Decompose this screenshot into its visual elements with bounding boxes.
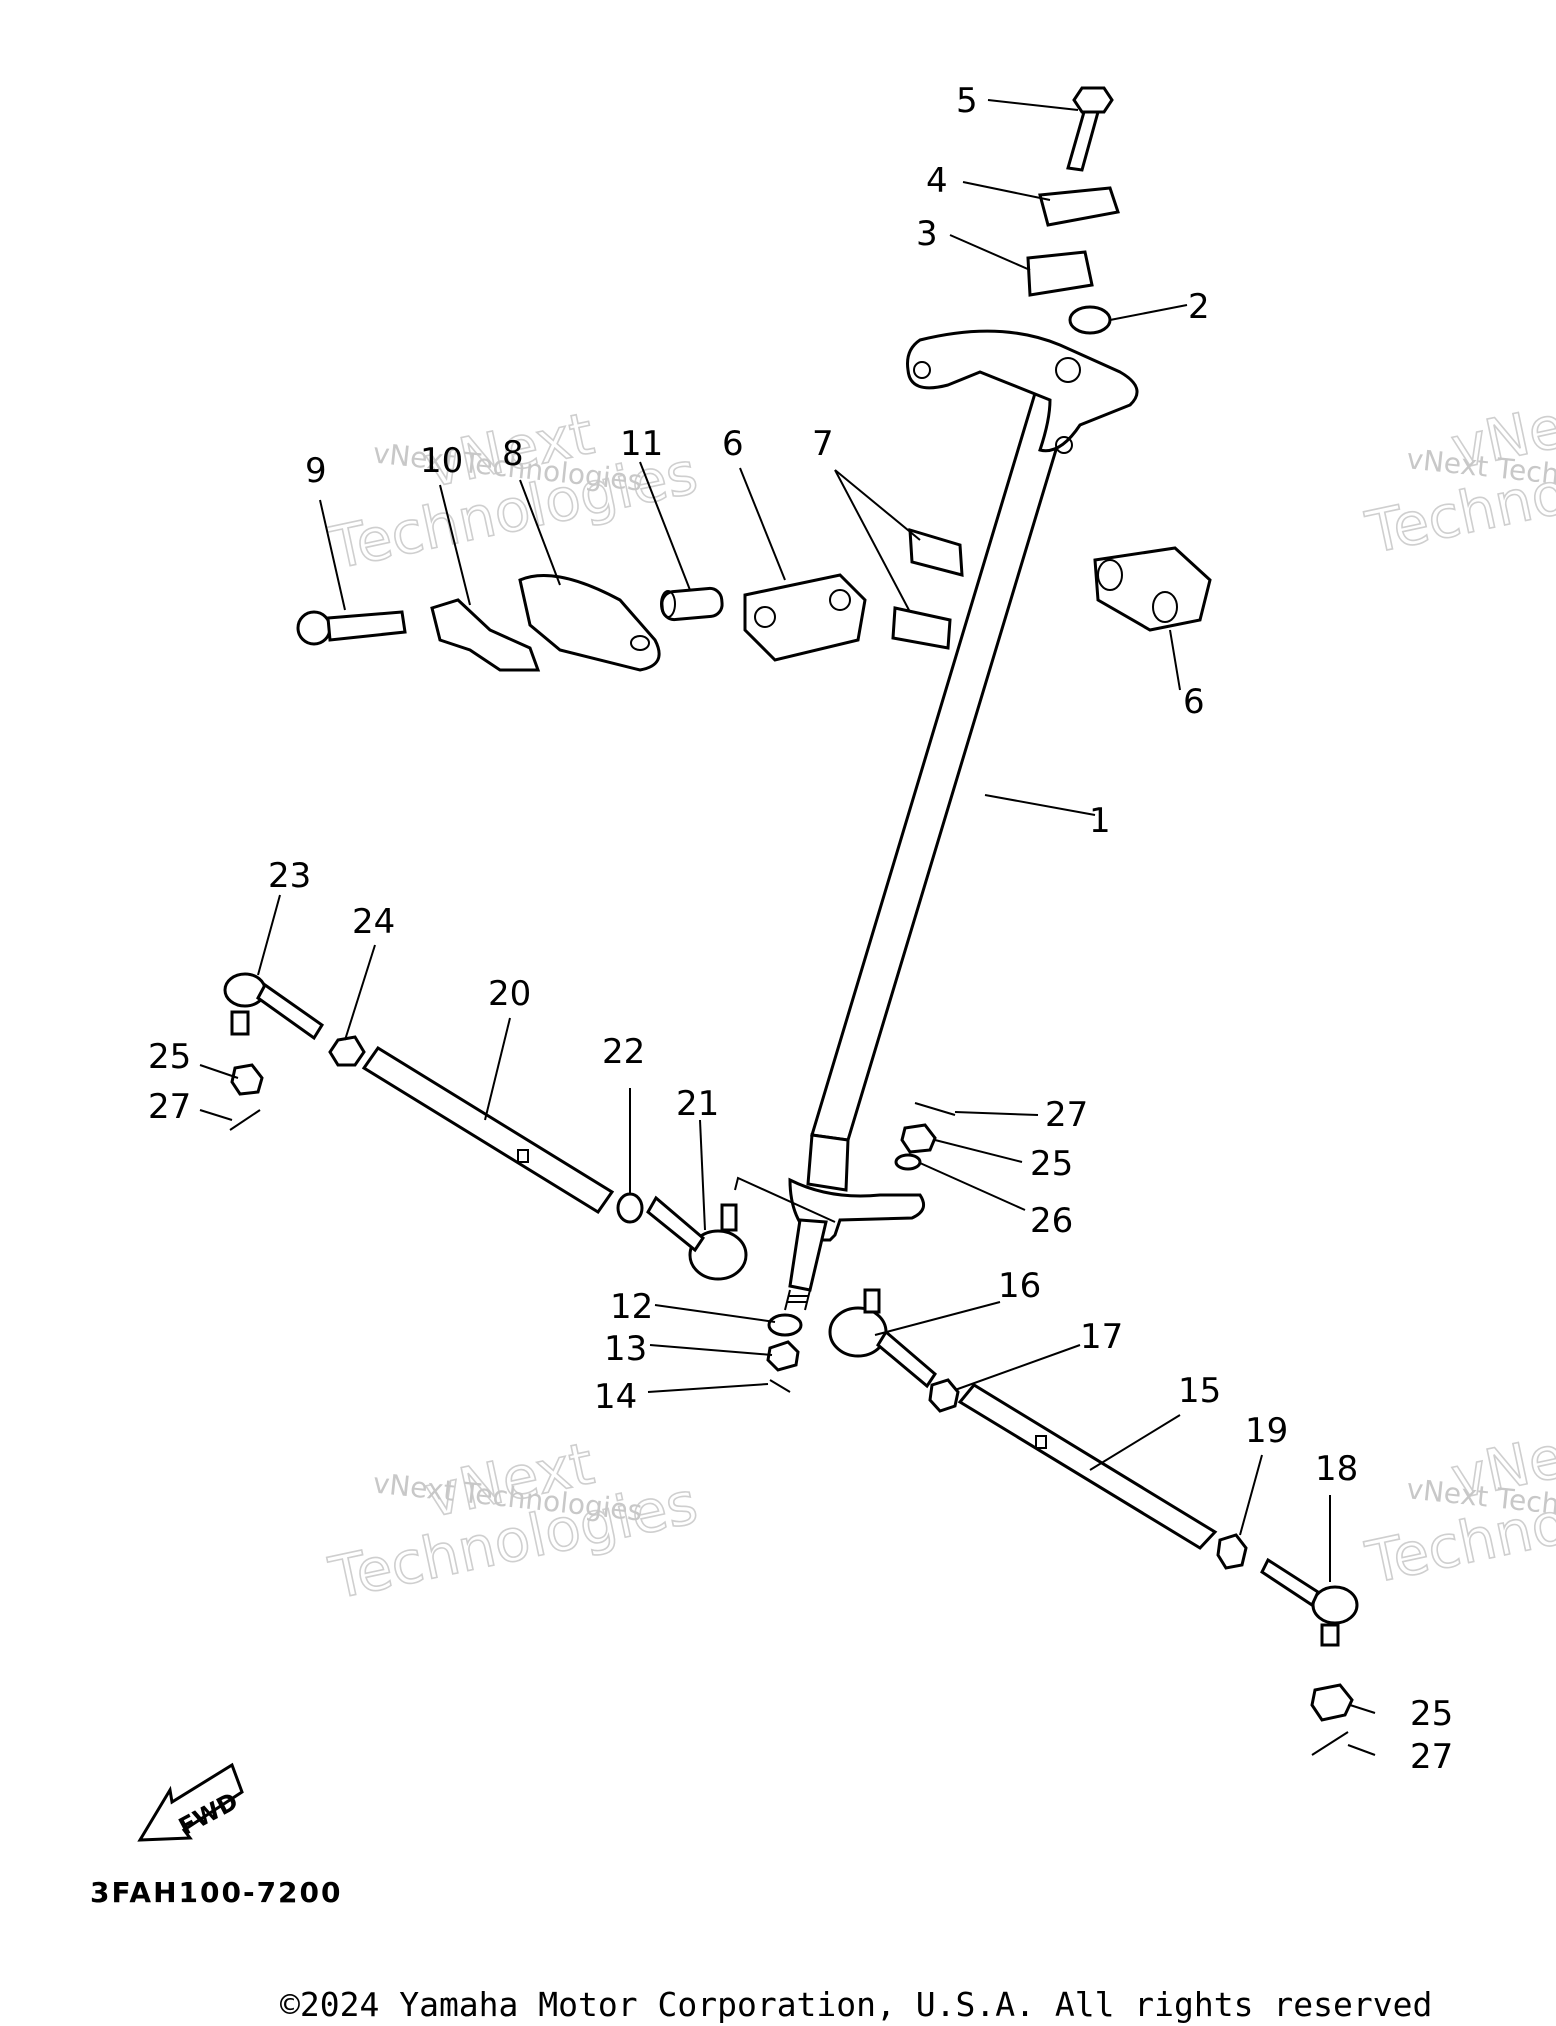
part-23-tie-rod-end [223,972,325,1041]
callout-26: 26 [1030,1201,1073,1241]
part-24-nut [328,1035,366,1067]
part-5-bolt [1066,86,1114,172]
callout-27-right: 27 [1410,1737,1453,1777]
part-27-cotter-pin-center [914,1102,956,1116]
part-17-nut [928,1378,960,1413]
callout-4: 4 [926,161,948,201]
part-7-spring-lower [891,606,952,650]
part-2-cap [1068,305,1112,335]
part-20-tie-rod [361,1045,615,1215]
callout-9: 9 [305,451,327,491]
part-steering-bracket [906,329,1139,454]
callout-8: 8 [502,434,524,474]
part-3-holder [1026,250,1094,297]
callout-6-left: 6 [722,424,744,464]
part-11-collar [660,586,724,622]
callout-13: 13 [604,1329,647,1369]
callout-3: 3 [916,214,938,254]
callout-27-center: 27 [1045,1095,1088,1135]
callout-25-left: 25 [148,1037,191,1077]
leader-lines [199,99,1376,1756]
part-code: 3FAH100-7200 [90,1876,343,1909]
part-25-nut-left [230,1063,264,1096]
part-27-cotter-pin-left [229,1109,261,1131]
part-19-nut [1216,1533,1248,1570]
part-14-cotter-pin [769,1379,791,1393]
callout-27-left: 27 [148,1087,191,1127]
callout-25-right: 25 [1410,1694,1453,1734]
callout-17: 17 [1080,1317,1123,1357]
callout-22: 22 [602,1032,645,1072]
callout-24: 24 [352,902,395,942]
part-6-clamp-right [1093,546,1212,632]
callout-12: 12 [610,1287,653,1327]
callout-15: 15 [1178,1371,1221,1411]
callout-18: 18 [1315,1449,1358,1489]
part-27-cotter-pin-right [1311,1731,1349,1756]
callout-7: 7 [812,424,834,464]
part-18-tie-rod-end [1260,1557,1359,1647]
copyright-notice: ©2024 Yamaha Motor Corporation, U.S.A. A… [280,1985,1433,2024]
callout-1: 1 [1089,801,1111,841]
part-13-nut [766,1340,800,1372]
callout-23: 23 [268,856,311,896]
part-8-plate [518,574,661,672]
callout-numbers: 1 2 3 4 5 6 6 7 8 9 10 11 12 13 14 15 16… [148,81,1453,1777]
part-26-washer [894,1153,922,1171]
part-16-tie-rod-end [828,1288,937,1389]
callout-19: 19 [1245,1411,1288,1451]
callout-10: 10 [420,441,463,481]
callout-21: 21 [676,1084,719,1124]
part-25-nut-center [900,1123,937,1154]
part-10-lockplate [430,598,541,672]
callout-14: 14 [594,1377,637,1417]
part-12-washer [767,1313,803,1337]
part-7-spring-upper [908,527,964,577]
callout-25-center: 25 [1030,1144,1073,1184]
part-22-nut [616,1192,644,1224]
part-6-bushing-left [743,573,867,662]
callout-2: 2 [1188,287,1210,327]
part-21-tie-rod-end [646,1195,748,1281]
part-15-tie-rod [957,1383,1218,1550]
callout-5: 5 [956,81,978,121]
fwd-arrow-icon: FWD [137,1762,244,1842]
part-25-nut-right [1310,1683,1354,1722]
callout-20: 20 [488,974,531,1014]
callout-6-right: 6 [1183,682,1205,722]
callout-11: 11 [620,424,663,464]
part-4-clamp [1038,186,1120,227]
callout-16: 16 [998,1266,1041,1306]
part-9-bolt [296,610,407,646]
